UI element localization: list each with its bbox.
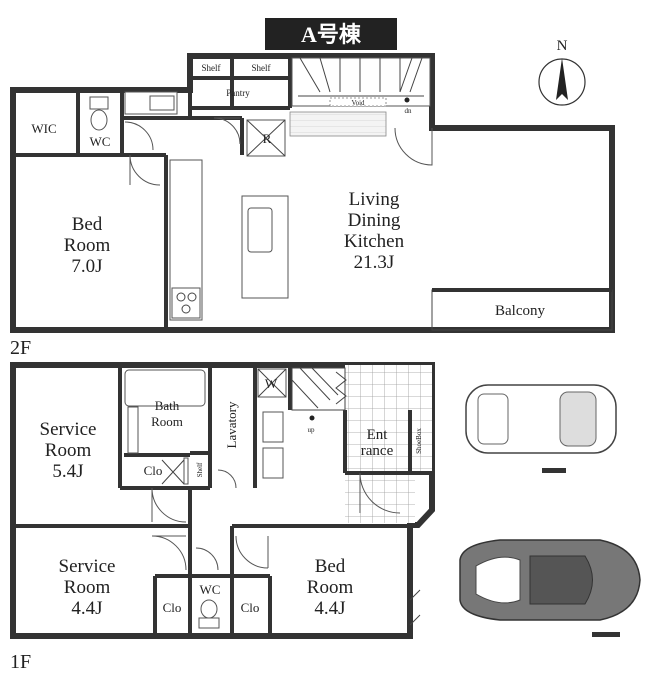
toilet-icon-1f xyxy=(200,599,218,619)
washer-label: W xyxy=(265,376,278,391)
stair-dn-label: dn xyxy=(405,107,413,115)
north-arrow-icon: N xyxy=(538,38,586,106)
ldk-name-1: Living xyxy=(349,189,400,210)
bedroom-1f-name-2: Room xyxy=(307,577,354,598)
bedroom-1f-size: 4.4J xyxy=(314,598,345,619)
kitchen-sink-icon xyxy=(247,207,273,253)
lavatory-label: Lavatory xyxy=(224,401,239,448)
bath-label-1: Bath xyxy=(155,398,180,413)
void-label: Void xyxy=(351,99,365,107)
bath-wall-fixture xyxy=(127,406,139,454)
service-room-1-size: 5.4J xyxy=(52,461,83,482)
ldk-size: 21.3J xyxy=(354,252,395,273)
wc-label-1f: WC xyxy=(200,582,221,597)
shelf-1f-label: Shelf xyxy=(196,462,204,477)
service-room-2-size: 4.4J xyxy=(71,598,102,619)
ldk-name-2: Dining xyxy=(348,210,401,231)
service-room-1-name-2: Room xyxy=(45,440,92,461)
porch-tile xyxy=(345,473,415,523)
north-label: N xyxy=(557,38,568,54)
closet-right-label: Clo xyxy=(241,600,260,615)
floor-label-2f: 2F xyxy=(10,337,31,359)
building-title-text: A号棟 xyxy=(301,22,362,47)
entrance-label-1: Ent xyxy=(367,427,389,443)
bath-label-2: Room xyxy=(151,414,183,429)
bedroom-2f-name-2: Room xyxy=(64,235,111,256)
toilet-tank-icon xyxy=(89,96,109,110)
shelf-right-label: Shelf xyxy=(252,63,271,73)
first-floor: Service Room 5.4J Bath Room W Lavatory u… xyxy=(10,362,435,673)
floor-label-1f: 1F xyxy=(10,651,31,673)
entrance-label-2: rance xyxy=(361,443,394,459)
car-top-icon xyxy=(465,384,617,473)
service-room-1-name-1: Service xyxy=(40,419,97,440)
staircase-1f xyxy=(291,367,347,421)
ldk-name-3: Kitchen xyxy=(344,231,405,252)
pantry-label: Pantry xyxy=(226,88,250,98)
service-room-2-name-2: Room xyxy=(64,577,111,598)
bedroom-2f-size: 7.0J xyxy=(71,256,102,277)
stair-up-label: up xyxy=(308,426,316,434)
hallway-floor xyxy=(289,111,387,137)
wic-label: WIC xyxy=(31,121,56,136)
vanity-lower xyxy=(262,447,284,479)
wc-label-2f: WC xyxy=(90,134,111,149)
sink-icon xyxy=(149,95,175,111)
balcony-label: Balcony xyxy=(495,303,545,319)
entrance-tile xyxy=(345,365,432,473)
shelf-left-label: Shelf xyxy=(202,63,221,73)
shoebox-label: ShoeBox xyxy=(415,428,423,454)
bedroom-1f-name-1: Bed xyxy=(315,556,346,577)
bedroom-2f-name-1: Bed xyxy=(72,214,103,235)
building-title: A号棟 xyxy=(265,18,397,50)
refrigerator-label: R xyxy=(263,131,272,146)
closet-top-label: Clo xyxy=(144,463,163,478)
staircase-2f xyxy=(291,57,431,107)
toilet-tank-1f xyxy=(198,617,220,629)
toilet-icon xyxy=(90,109,108,131)
vanity-upper xyxy=(262,411,284,443)
service-room-2-name-1: Service xyxy=(59,556,116,577)
closet-left-label: Clo xyxy=(163,600,182,615)
bathtub xyxy=(124,369,206,407)
car-bottom-icon xyxy=(459,539,641,637)
second-floor: WIC WC Shelf Shelf Pantry Void dn R Bed … xyxy=(10,53,615,359)
